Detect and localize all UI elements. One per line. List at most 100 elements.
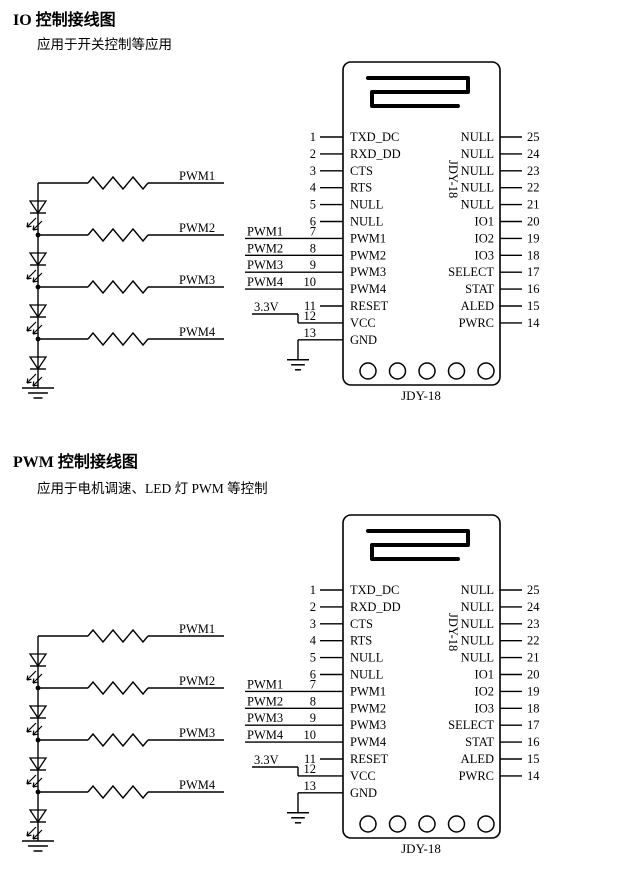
- chip-name-vertical: JDY-18: [446, 160, 460, 198]
- junction-dot: [35, 789, 41, 795]
- wire: [32, 725, 43, 736]
- pin-number-11: 11: [304, 299, 316, 313]
- net-label-PWM3: PWM3: [247, 258, 283, 272]
- pin-label-left-6: NULL: [350, 215, 383, 229]
- wire: [26, 826, 37, 837]
- pin-number-22: 22: [527, 181, 540, 195]
- led-emission-arrow: [26, 373, 37, 384]
- wire: [32, 782, 35, 788]
- castellation-hole: [447, 362, 466, 380]
- diode-triangle: [28, 705, 48, 720]
- wire: [26, 779, 29, 785]
- wire: [26, 378, 29, 384]
- resistor-symbol: [87, 331, 149, 347]
- pin-number-11: 11: [304, 752, 316, 766]
- pin-label-left-12: VCC: [350, 769, 376, 783]
- diode-triangle: [28, 653, 48, 668]
- pin-number-6: 6: [310, 668, 316, 682]
- wire: [26, 722, 37, 733]
- led-emission-arrow: [32, 725, 43, 736]
- pin-label-right-14: PWRC: [459, 769, 494, 783]
- wire: [32, 837, 38, 840]
- wire: [32, 225, 35, 231]
- power-net-label: 3.3V: [254, 753, 279, 767]
- chip-name-bottom: JDY-18: [401, 841, 441, 856]
- diode-triangle: [28, 356, 48, 371]
- wire: [32, 673, 43, 684]
- wire: [32, 678, 35, 684]
- pin-number-22: 22: [527, 634, 540, 648]
- pin-number-23: 23: [527, 617, 540, 631]
- pin-number-24: 24: [527, 600, 540, 614]
- pin-label-right-22: NULL: [461, 634, 494, 648]
- pin-number-17: 17: [527, 265, 540, 279]
- castellation-hole: [388, 815, 407, 833]
- resistor-symbol: [87, 680, 149, 696]
- wire: [32, 280, 38, 283]
- wire: [26, 321, 37, 332]
- pin-label-right-25: NULL: [461, 130, 494, 144]
- pin-number-7: 7: [310, 677, 316, 691]
- pin-number-6: 6: [310, 215, 316, 229]
- pin-number-20: 20: [527, 215, 540, 229]
- pin-label-left-2: RXD_DD: [350, 147, 401, 161]
- pin-number-18: 18: [527, 248, 540, 262]
- castellation-hole: [477, 815, 495, 833]
- pin-label-right-25: NULL: [461, 583, 494, 597]
- branch-net-label-PWM1: PWM1: [179, 622, 215, 636]
- pin-label-left-11: RESET: [350, 299, 389, 313]
- wire: [26, 774, 37, 785]
- net-label-PWM2: PWM2: [247, 694, 283, 708]
- diode-triangle: [28, 809, 48, 824]
- wire: [26, 222, 29, 228]
- pin-label-left-5: NULL: [350, 651, 383, 665]
- pin-number-4: 4: [310, 181, 317, 195]
- castellation-hole: [388, 362, 407, 380]
- wire: [26, 217, 37, 228]
- led-emission-arrow: [32, 777, 43, 788]
- pin-label-left-6: NULL: [350, 668, 383, 682]
- wire: [26, 834, 32, 837]
- led-emission-arrow: [26, 269, 37, 280]
- resistor-symbol: [87, 784, 149, 800]
- pin-label-left-4: RTS: [350, 634, 372, 648]
- ground-symbol: [287, 359, 309, 371]
- pin-number-3: 3: [310, 164, 316, 178]
- power-net-label: 3.3V: [254, 300, 279, 314]
- pin-number-2: 2: [310, 600, 316, 614]
- pin-number-17: 17: [527, 718, 540, 732]
- net-label-PWM1: PWM1: [247, 677, 283, 691]
- wire: [26, 269, 37, 280]
- wire: [26, 675, 29, 681]
- castellation-hole: [477, 362, 495, 380]
- pin-number-20: 20: [527, 668, 540, 682]
- pin-label-right-14: PWRC: [459, 316, 494, 330]
- pin-label-left-5: NULL: [350, 198, 383, 212]
- wire: [32, 329, 35, 335]
- wire: [26, 329, 32, 332]
- net-label-PWM3: PWM3: [247, 711, 283, 725]
- led-emission-arrow: [32, 829, 43, 840]
- led-emission-arrow: [32, 324, 43, 335]
- pin-number-9: 9: [310, 711, 316, 725]
- pin-number-12: 12: [304, 309, 317, 323]
- led-symbol: [26, 252, 48, 283]
- wire: [32, 829, 43, 840]
- chip-name-vertical: JDY-18: [446, 613, 460, 651]
- section-io-title: IO 控制接线图: [13, 12, 116, 29]
- antenna-trace: [366, 529, 470, 561]
- pin-label-right-22: NULL: [461, 181, 494, 195]
- diode-triangle: [28, 200, 48, 215]
- pin-label-left-13: GND: [350, 786, 377, 800]
- wire: [32, 777, 43, 788]
- pin-number-25: 25: [527, 583, 540, 597]
- ground-symbol: [22, 840, 54, 852]
- led-emission-arrow: [26, 774, 37, 785]
- pin-number-5: 5: [310, 198, 316, 212]
- chip-body: [342, 514, 501, 839]
- section-pwm-subtitle: 应用于电机调速、LED 灯 PWM 等控制: [37, 481, 268, 496]
